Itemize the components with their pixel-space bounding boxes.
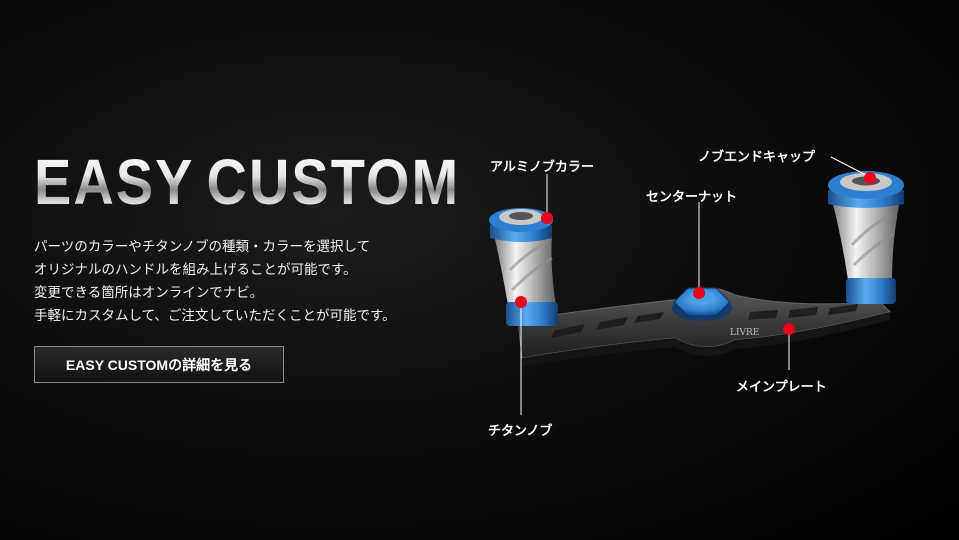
callout-center-nut: センターナット <box>646 190 738 205</box>
hotspot-main-plate[interactable] <box>783 323 795 335</box>
hotspot-knob-end-cap[interactable] <box>864 172 876 184</box>
callout-knob-end-cap: ノブエンドキャップ <box>698 150 816 165</box>
hotspot-aluminum-knob-color[interactable] <box>541 212 553 224</box>
description-line: パーツのカラーやチタンノブの種類・カラーを選択して <box>34 239 371 255</box>
logo-word-custom: CUSTOM <box>206 145 461 218</box>
callout-aluminum-knob-color: アルミノブカラー <box>490 160 594 175</box>
callout-main-plate: メインプレート <box>736 380 827 395</box>
easy-custom-logo: EASY CUSTOM <box>34 145 458 218</box>
description: パーツのカラーやチタンノブの種類・カラーを選択して オリジナルのハンドルを組み上… <box>34 236 454 328</box>
callout-titanium-knob: チタンノブ <box>488 424 553 439</box>
center-nut <box>672 287 732 321</box>
handle-product-diagram: LIVRE <box>460 130 959 450</box>
handle-illustration: LIVRE <box>489 156 904 415</box>
plate-brand-text: LIVRE <box>730 328 759 338</box>
hotspot-titanium-knob[interactable] <box>515 296 527 308</box>
description-line: オリジナルのハンドルを組み上げることが可能です。 <box>34 262 357 278</box>
hotspot-markers <box>515 172 876 335</box>
callout-leaders <box>520 156 867 415</box>
right-knob <box>828 171 904 304</box>
hotspot-center-nut[interactable] <box>693 287 705 299</box>
description-line: 変更できる箇所はオンラインでナビ。 <box>34 285 264 301</box>
easy-custom-detail-button[interactable]: EASY CUSTOMの詳細を見る <box>34 346 284 383</box>
left-knob <box>489 208 558 326</box>
logo-word-easy: EASY <box>34 145 195 218</box>
description-line: 手軽にカスタムして、ご注文していただくことが可能です。 <box>34 308 396 324</box>
